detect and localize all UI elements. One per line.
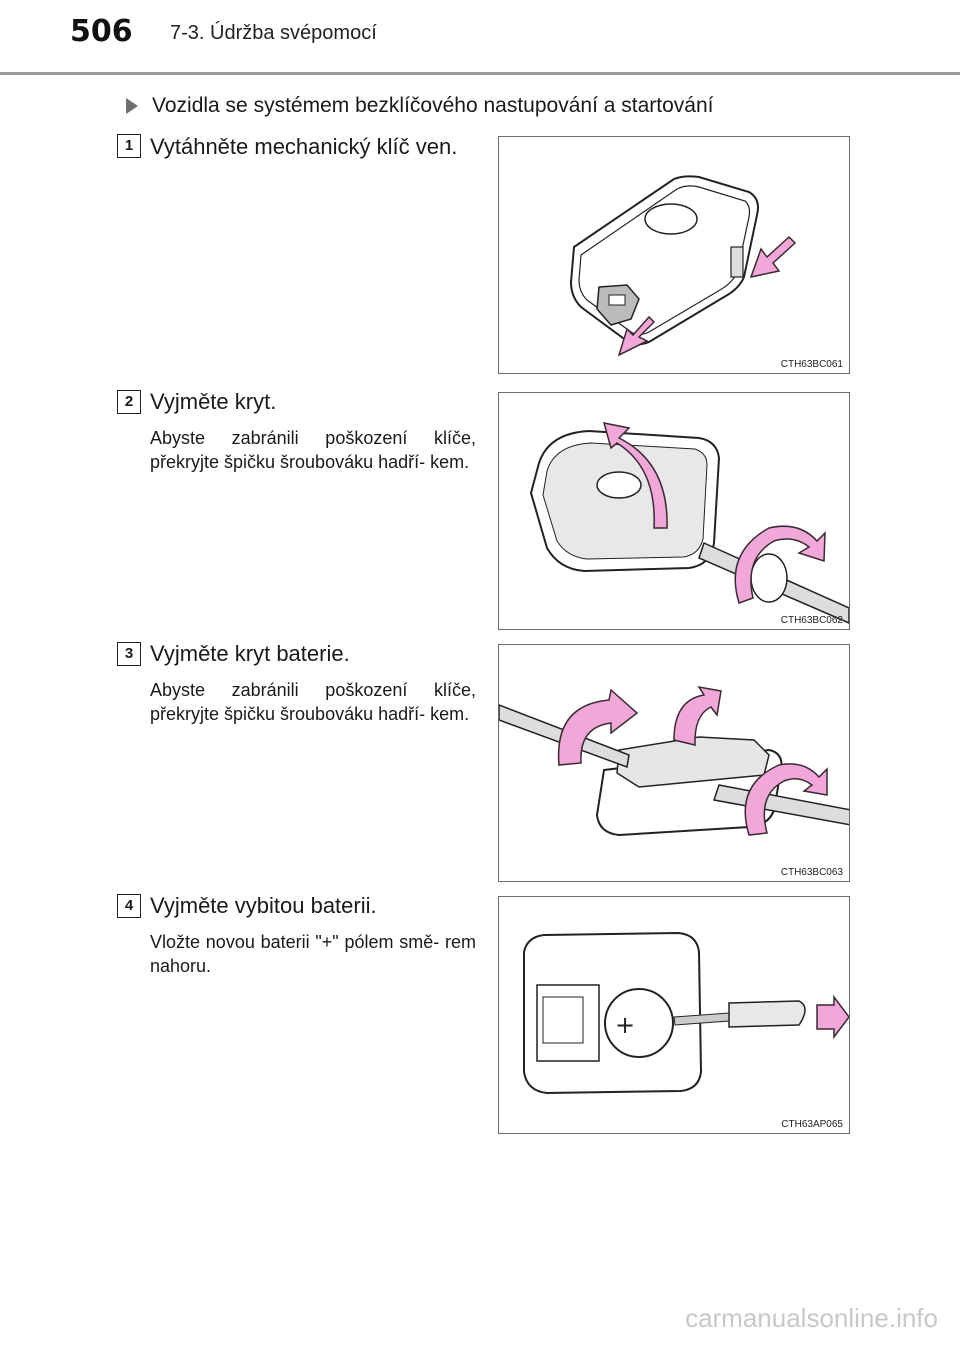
page-number: 506 [70,14,133,49]
triangle-bullet-icon [126,98,138,114]
step-note-2: Abyste zabránili poškození klíče, překry… [150,428,476,472]
watermark: carmanualsonline.info [685,1303,938,1333]
figure-code-3: CTH63BC063 [780,867,843,878]
figure-code-2: CTH63BC062 [780,615,843,626]
battery-removal-illustration-4: + [523,931,849,1095]
svg-text:+: + [615,1011,635,1039]
key-cover-illustration-2 [529,422,849,624]
step-title-1: Vytáhněte mechanický klíč ven. [150,134,458,159]
figure-step-2: CTH63BC062 [498,392,850,630]
figure-step-3: CTH63BC063 [498,644,850,882]
step-note-3: Abyste zabránili poškození klíče, překry… [150,680,476,724]
step-title-4: Vyjměte vybitou baterii. [150,893,377,918]
step-number-3: 3 [117,642,141,666]
header-divider [0,72,960,75]
chapter-title: 7-3. Údržba svépomocí [170,22,377,44]
step-number-4: 4 [117,894,141,918]
step-title-2: Vyjměte kryt. [150,389,277,414]
step-note-4: Vložte novou baterii "+" pólem smě- rem … [150,932,476,976]
figure-step-1: CTH63BC061 [498,136,850,374]
figure-code-4: CTH63AP065 [781,1119,843,1130]
figure-code-1: CTH63BC061 [780,359,843,370]
key-fob-illustration-1 [569,175,797,357]
step-number-2: 2 [117,390,141,414]
figure-step-4: + CTH63AP065 [498,896,850,1134]
section-subtitle: Vozidla se systémem bezklíčového nastupo… [152,94,714,117]
step-number-1: 1 [117,134,141,158]
page-header: 506 7-3. Údržba svépomocí [0,0,960,80]
battery-cover-illustration-3 [499,685,849,837]
step-title-3: Vyjměte kryt baterie. [150,641,350,666]
